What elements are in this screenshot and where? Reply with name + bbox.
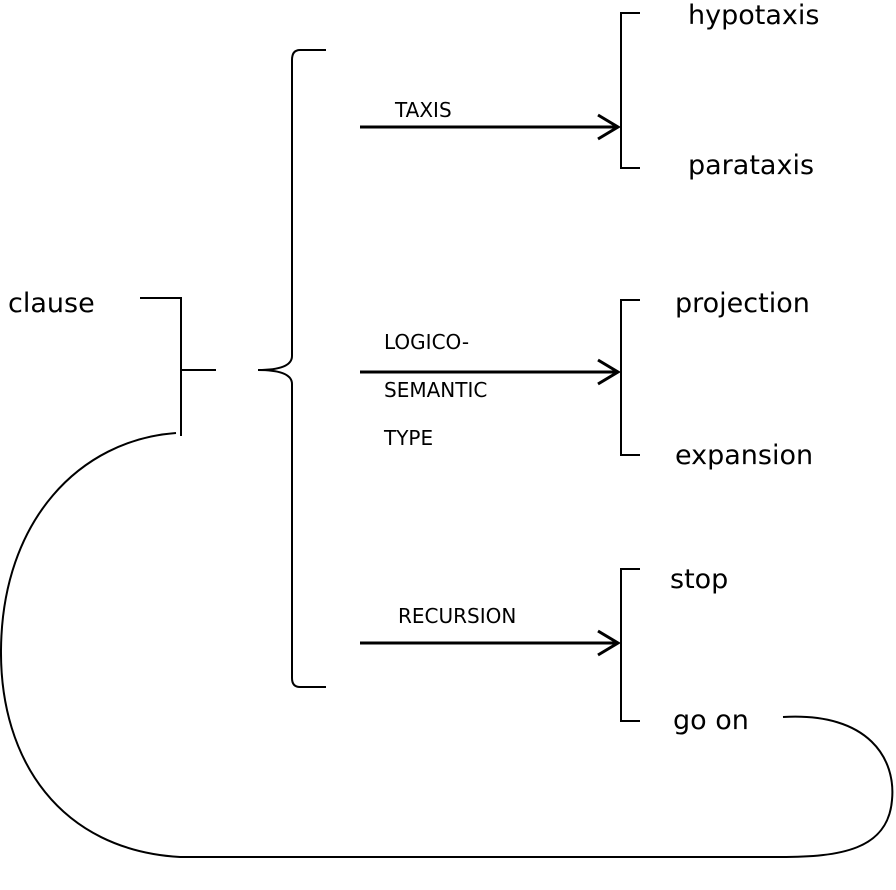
entry-label: clause <box>8 288 95 319</box>
system-taxis-options-bracket <box>620 12 640 169</box>
option-hypotaxis: hypotaxis <box>688 0 819 31</box>
system-logico-semantic-arrowhead <box>597 358 621 386</box>
system-logico-semantic-label-line2: SEMANTIC <box>384 378 487 402</box>
system-recursion-arrowhead <box>597 629 621 657</box>
system-logico-semantic-label-line1: LOGICO- <box>384 330 469 354</box>
option-projection: projection <box>675 288 810 319</box>
system-recursion-label: RECURSION <box>398 604 516 628</box>
simultaneous-brace <box>257 49 326 688</box>
system-logico-semantic-label-line3: TYPE <box>383 426 433 450</box>
option-parataxis: parataxis <box>688 150 814 181</box>
system-taxis-label: TAXIS <box>394 98 452 122</box>
recursion-loop-curve <box>0 432 894 858</box>
system-logico-semantic-options-bracket <box>620 299 640 456</box>
system-taxis-arrowhead <box>597 113 621 141</box>
option-stop: stop <box>670 564 728 595</box>
system-recursion-options-bracket <box>620 568 640 722</box>
entry-bracket <box>140 297 182 436</box>
option-go-on: go on <box>673 705 749 736</box>
option-expansion: expansion <box>675 440 813 471</box>
